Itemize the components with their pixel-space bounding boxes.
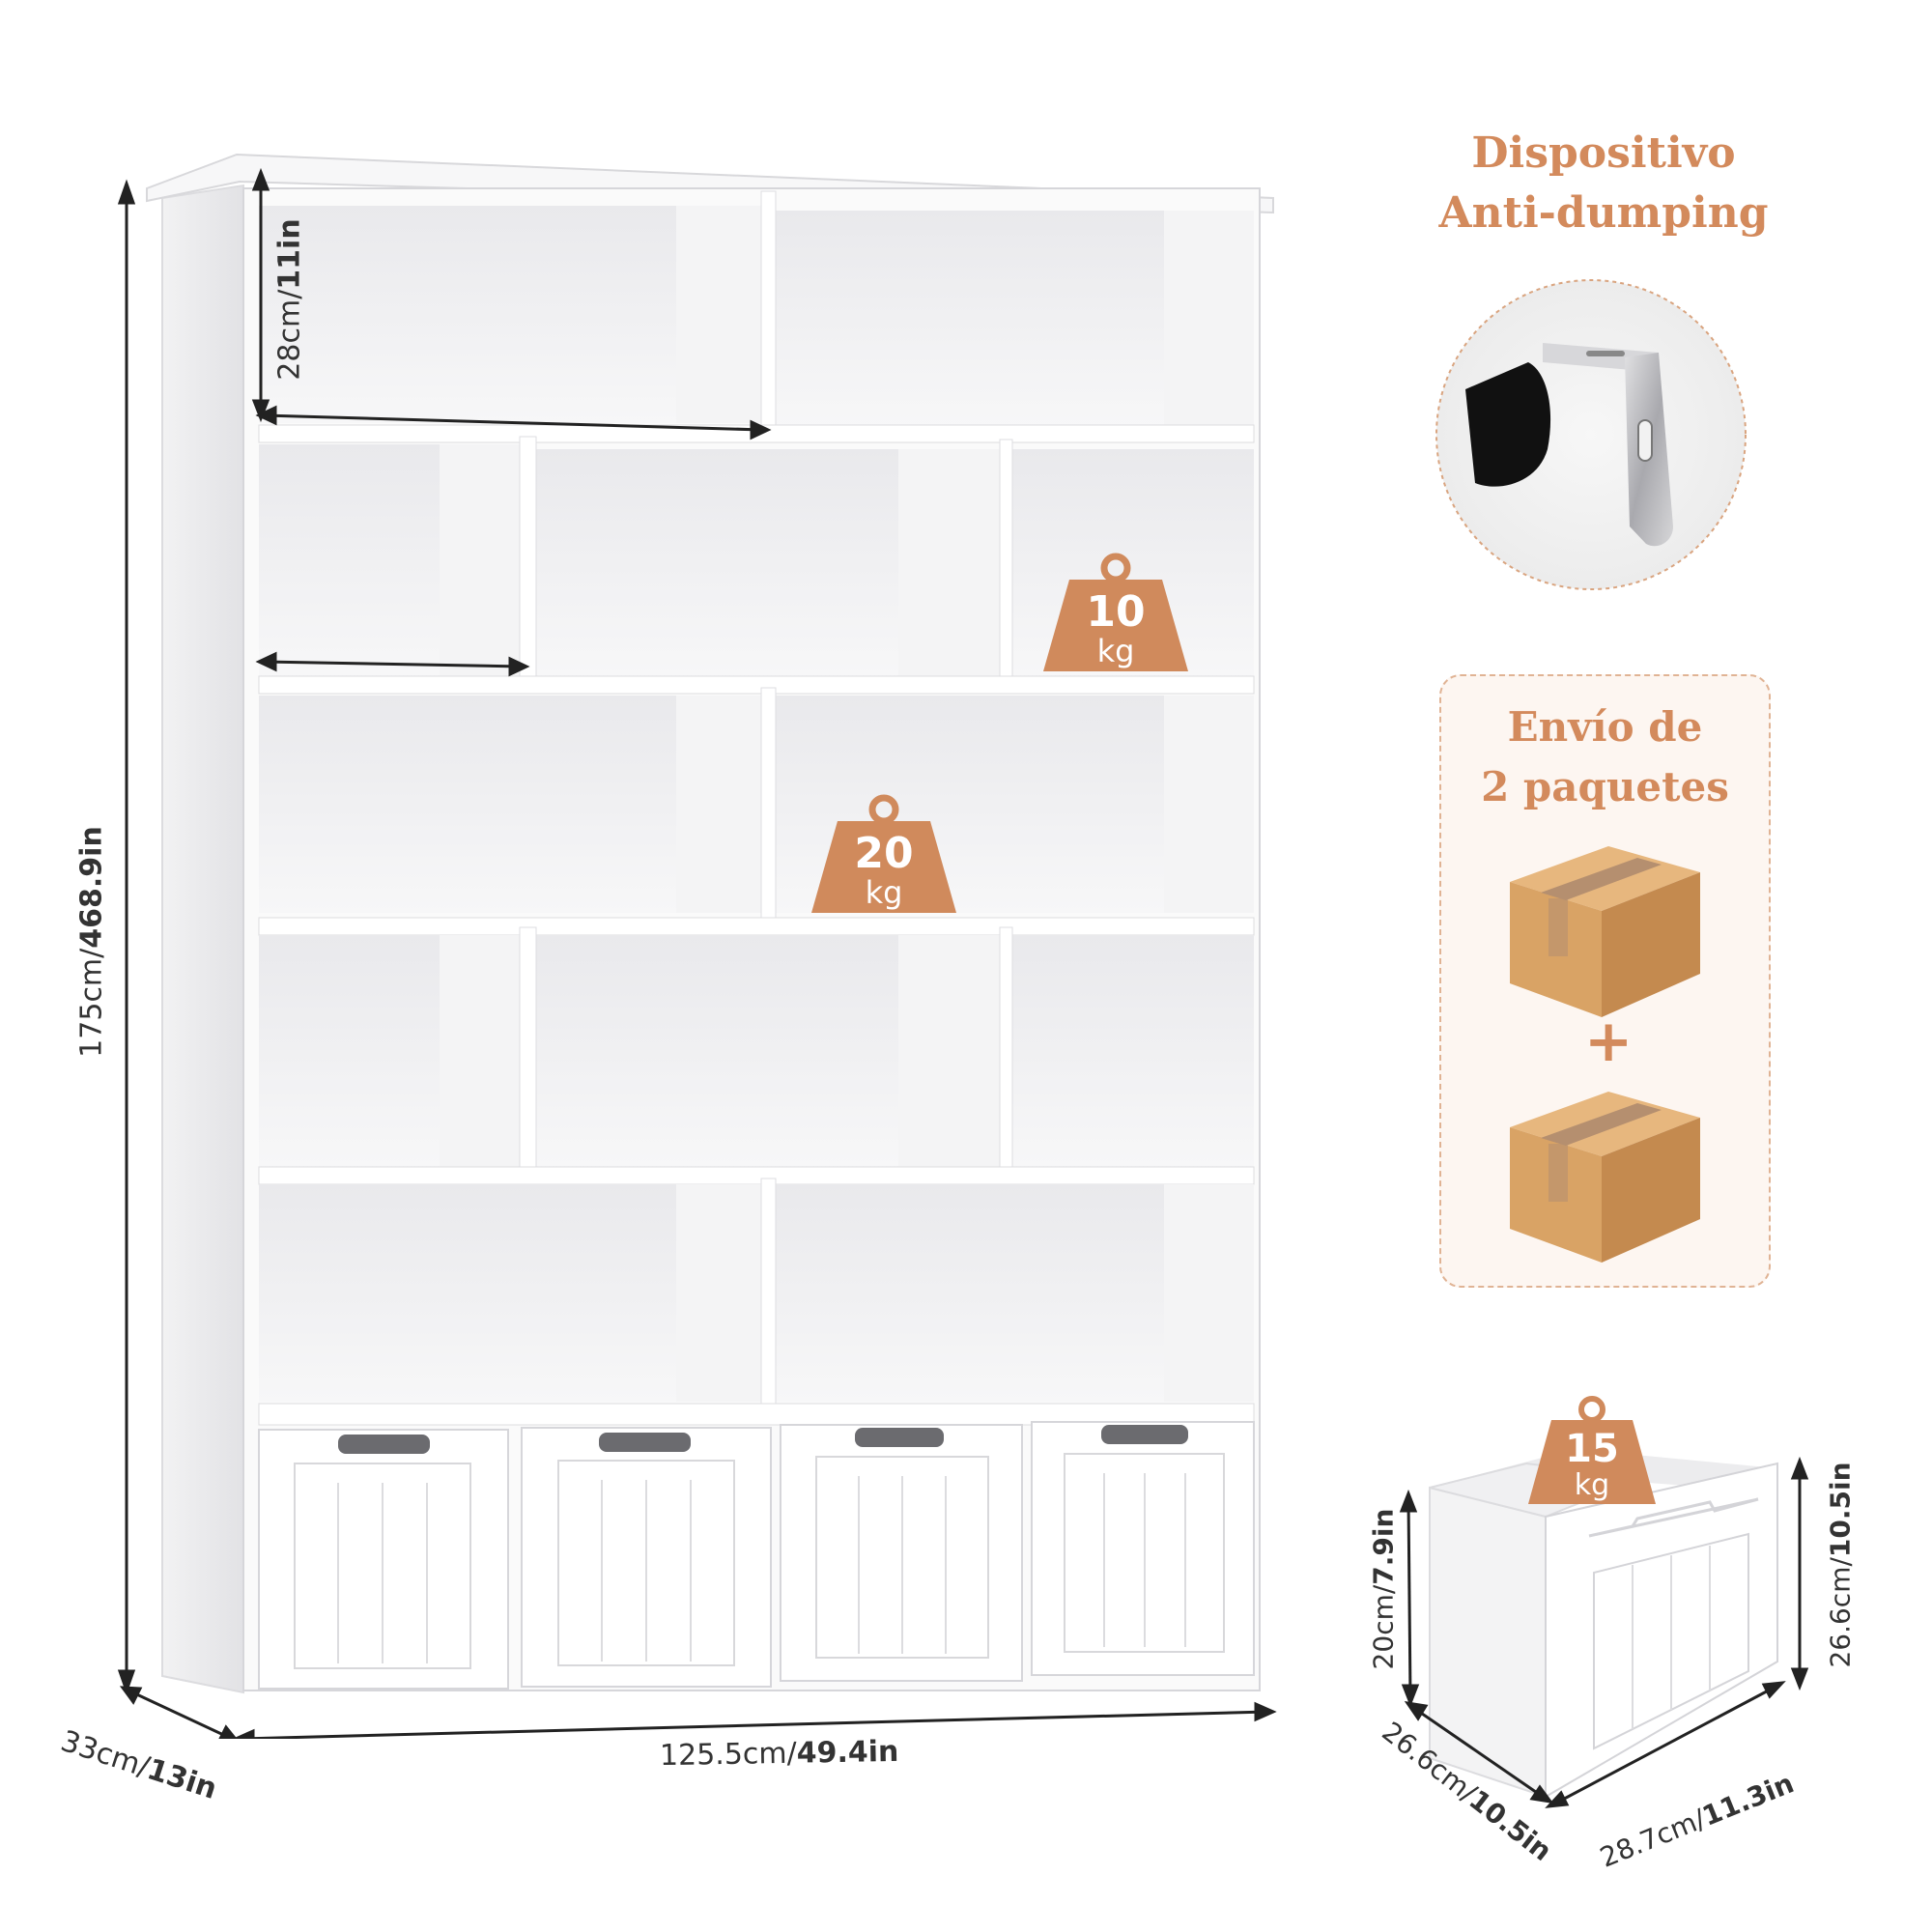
weight-badge-10kg: 10 kg: [1043, 553, 1188, 671]
svg-text:kg: kg: [866, 874, 903, 911]
svg-text:20: 20: [854, 829, 913, 878]
svg-text:10: 10: [1086, 587, 1145, 637]
bin-height-dimension: 20cm/7.9in: [1367, 1508, 1400, 1670]
svg-text:15: 15: [1565, 1427, 1619, 1471]
top-shelf-dimension: 28cm/11in: [272, 218, 307, 381]
anti-dumping-bracket-image: [1435, 279, 1747, 590]
package-box-icon: [1510, 1092, 1700, 1263]
bookcase-illustration: [117, 153, 1277, 1739]
weight-badge-15kg: 15 kg: [1528, 1396, 1656, 1504]
shipping-title: Envío de 2 paquetes: [1481, 703, 1729, 810]
dimension-lines: [117, 167, 1277, 1739]
weight-badge-20kg: 20 kg: [811, 794, 956, 913]
storage-bin-illustration: [1399, 1449, 1809, 1808]
plus-sign: +: [1584, 1008, 1634, 1075]
drawer-bins: [258, 1421, 1255, 1690]
package-box-icon: [1510, 846, 1700, 1017]
width-dimension: 125.5cm/49.4in: [659, 1734, 899, 1774]
bin-front-height-dimension: 26.6cm/10.5in: [1824, 1462, 1857, 1668]
height-dimension: 175cm/468.9in: [74, 826, 109, 1058]
anti-dumping-title: Dispositivo Anti-dumping: [1438, 128, 1769, 238]
svg-text:kg: kg: [1097, 633, 1135, 669]
svg-text:kg: kg: [1575, 1468, 1609, 1502]
